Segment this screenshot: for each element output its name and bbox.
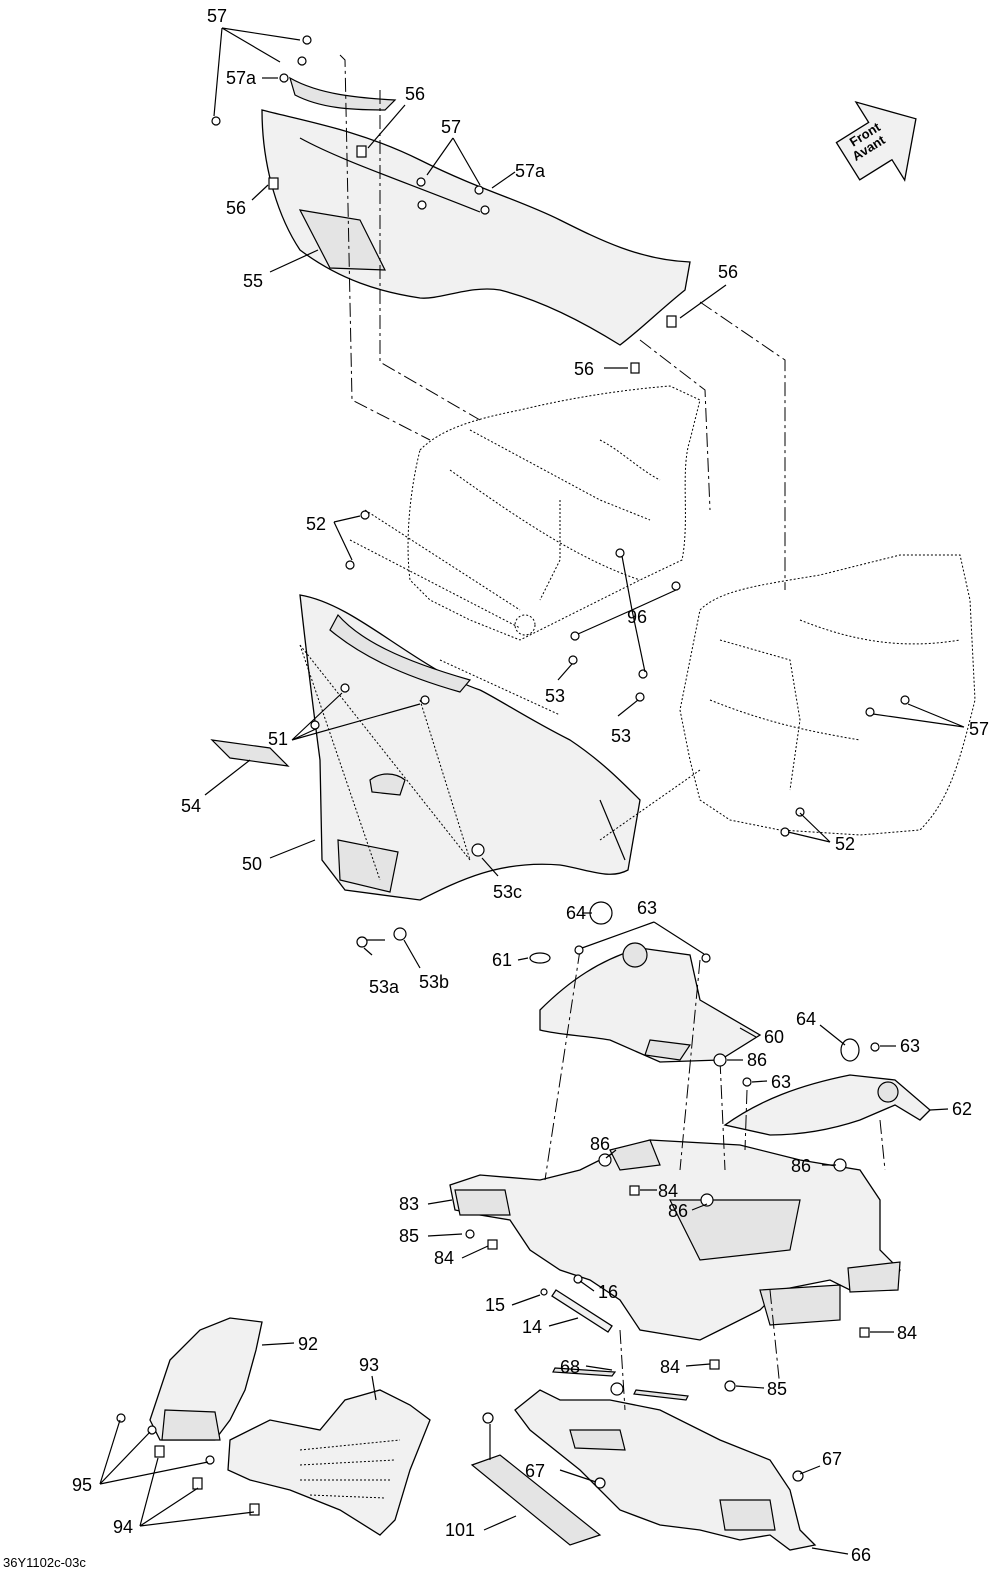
callout-53b: 53b <box>419 972 449 992</box>
callout-53a: 53a <box>369 977 400 997</box>
callout-16: 16 <box>598 1282 618 1302</box>
callout-56-left: 56 <box>226 198 246 218</box>
callout-84-top: 84 <box>658 1181 678 1201</box>
callout-55: 55 <box>243 271 263 291</box>
callout-63-right: 63 <box>900 1036 920 1056</box>
part-61-clip <box>529 952 551 964</box>
part-50-lower-panel <box>299 594 641 901</box>
callout-63-top: 63 <box>637 898 657 918</box>
callout-95: 95 <box>72 1475 92 1495</box>
callout-85-right: 85 <box>767 1379 787 1399</box>
callout-56-right: 56 <box>718 262 738 282</box>
callout-86-right: 86 <box>791 1156 811 1176</box>
part-14-rod <box>551 1289 613 1333</box>
front-direction-arrow: Front Avant <box>835 100 917 182</box>
callout-84-right: 84 <box>897 1323 917 1343</box>
callout-63-lower: 63 <box>771 1072 791 1092</box>
callout-14: 14 <box>522 1317 542 1337</box>
part-55-upper-cover <box>261 76 691 346</box>
callout-53-center: 53 <box>545 686 565 706</box>
hardware <box>116 35 910 1516</box>
callout-56-top: 56 <box>405 84 425 104</box>
callout-86-top: 86 <box>747 1050 767 1070</box>
callout-92: 92 <box>298 1334 318 1354</box>
callout-57a-top: 57a <box>226 68 257 88</box>
leader-lines <box>99 27 965 1555</box>
drawing-code: 36Y1102c-03c <box>3 1555 86 1570</box>
callout-57-mid: 57 <box>441 117 461 137</box>
callout-57a-mid: 57a <box>515 161 546 181</box>
callout-50: 50 <box>242 854 262 874</box>
callout-15: 15 <box>485 1295 505 1315</box>
callout-64-top: 64 <box>566 903 586 923</box>
callout-61: 61 <box>492 950 512 970</box>
assembly-lines <box>299 54 886 1411</box>
part-93-grille <box>227 1389 431 1536</box>
right-side-panel <box>679 554 976 836</box>
callout-52-left: 52 <box>306 514 326 534</box>
callout-85-left: 85 <box>399 1226 419 1246</box>
callout-54: 54 <box>181 796 201 816</box>
callout-67-center: 67 <box>525 1461 545 1481</box>
callout-53c: 53c <box>493 882 522 902</box>
callout-66: 66 <box>851 1545 871 1565</box>
callout-93: 93 <box>359 1355 379 1375</box>
part-68-strip-a <box>552 1367 617 1377</box>
callout-67-right: 67 <box>822 1449 842 1469</box>
callout-60: 60 <box>764 1027 784 1047</box>
part-66-tray <box>514 1389 817 1551</box>
part-64-grommet-right <box>840 1038 860 1062</box>
central-console <box>407 385 701 641</box>
callout-labels: 57 57a 56 57 57a 56 55 56 56 52 96 53 53… <box>72 6 989 1565</box>
callout-83: 83 <box>399 1194 419 1214</box>
part-64-grommet-top <box>589 901 613 925</box>
callout-57-top: 57 <box>207 6 227 26</box>
callout-86-center: 86 <box>668 1201 688 1221</box>
callout-84-left: 84 <box>434 1248 454 1268</box>
part-92-deflector <box>149 1317 263 1441</box>
callout-84-bottom: 84 <box>660 1357 680 1377</box>
part-83-lower-frame <box>449 1139 901 1341</box>
callout-52-right: 52 <box>835 834 855 854</box>
callout-86-left: 86 <box>590 1134 610 1154</box>
callout-101: 101 <box>445 1520 475 1540</box>
part-62-duct <box>723 1074 931 1136</box>
callout-57-right: 57 <box>969 719 989 739</box>
callout-94: 94 <box>113 1517 133 1537</box>
callout-64-right: 64 <box>796 1009 816 1029</box>
callout-56-center: 56 <box>574 359 594 379</box>
part-68-strip-b <box>633 1389 689 1401</box>
callout-68: 68 <box>560 1357 580 1377</box>
callout-96: 96 <box>627 607 647 627</box>
part-54-lens <box>210 739 290 767</box>
callout-51: 51 <box>268 729 288 749</box>
callout-53-right: 53 <box>611 726 631 746</box>
part-60-plate <box>539 942 762 1063</box>
part-101-strip <box>470 1454 602 1546</box>
callout-62: 62 <box>952 1099 972 1119</box>
